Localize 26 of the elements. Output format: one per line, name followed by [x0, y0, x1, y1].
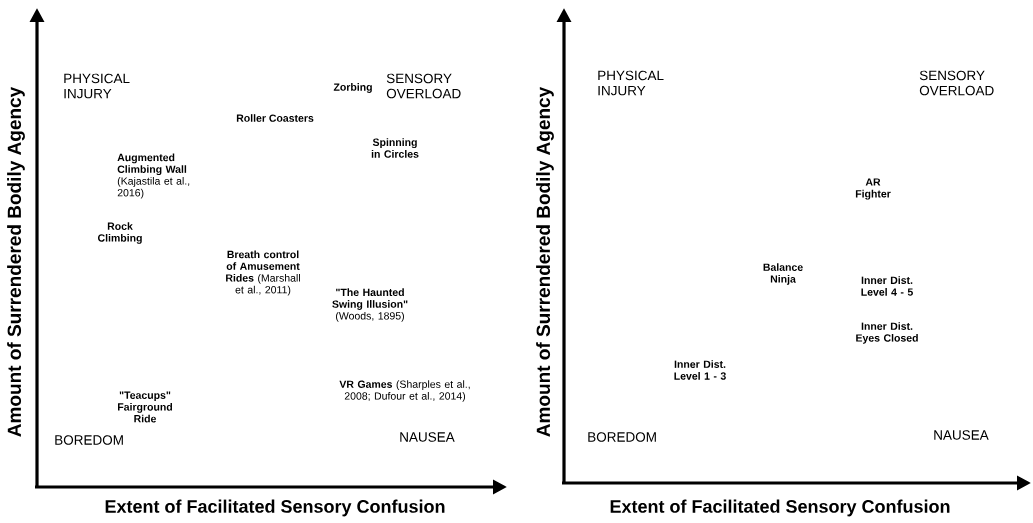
activity-label: Spinning in Circles [371, 138, 419, 158]
activity-label: Inner Dist. Level 1 - 3 [674, 360, 726, 380]
activity-label: Inner Dist. Eyes Closed [856, 322, 918, 344]
activity-label: Zorbing [333, 83, 372, 93]
quadrant-label: NAUSEA [934, 430, 989, 440]
activity-label: Roller Coasters [236, 114, 314, 122]
axis-title: Amount of Surrendered Bodily Agency [536, 86, 554, 437]
quadrant-label: PHYSICAL INJURY [598, 70, 664, 96]
activity-label: Inner Dist. Level 4 - 5 [861, 276, 913, 296]
quadrant-label: BOREDOM [55, 435, 123, 445]
quadrant-label: SENSORY OVERLOAD [919, 70, 994, 96]
activity-label: "Teacups" Fairground Ride [118, 391, 173, 423]
quadrant-label: PHYSICAL INJURY [64, 73, 130, 99]
quadrant-label: NAUSEA [400, 432, 455, 442]
axis-title: Amount of Surrendered Bodily Agency [7, 86, 25, 437]
activity-label: Rock Climbing [97, 222, 142, 244]
axis-title: Extent of Facilitated Sensory Confusion [610, 499, 950, 517]
axis-title: Extent of Facilitated Sensory Confusion [105, 499, 445, 517]
activity-label: Balance Ninja [763, 263, 803, 285]
quadrant-label: SENSORY OVERLOAD [386, 73, 461, 99]
activity-label: AR Fighter [855, 178, 891, 200]
activity-label: "The Haunted Swing Illusion" (Woods, 1895) [332, 288, 408, 322]
activity-label: Breath control of Amusement Rides (Marshall et al., 2011) [226, 250, 300, 296]
quadrant-label: BOREDOM [588, 432, 656, 442]
activity-label: Augmented Climbing Wall (Kajastila et al., 2016) [117, 153, 190, 199]
activity-label: VR Games (Sharples et al., 2008; Dufour et al., 2014) [339, 380, 470, 402]
